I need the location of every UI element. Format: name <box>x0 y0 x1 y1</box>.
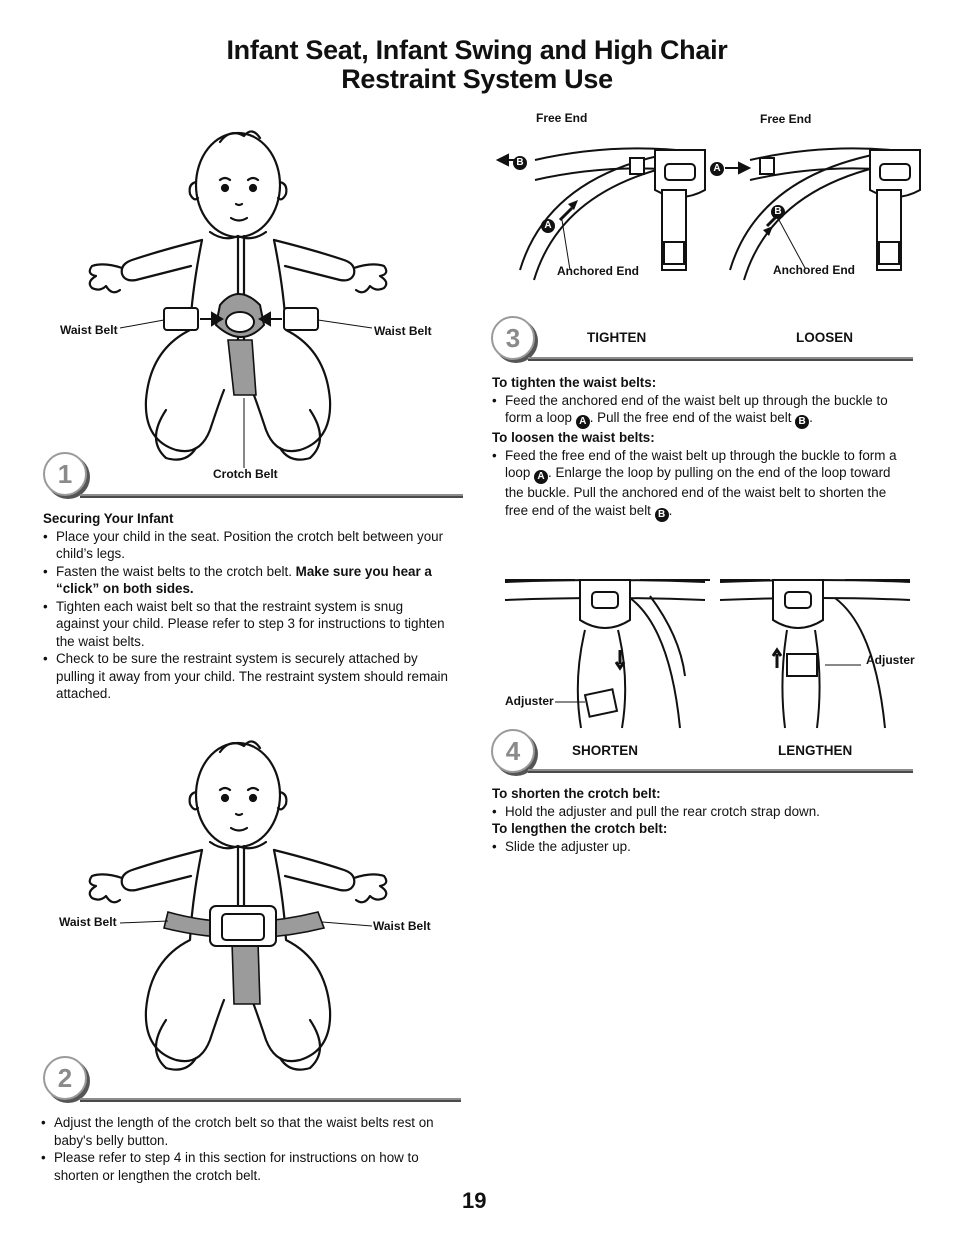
step4-instructions: To shorten the crotch belt: Hold the adj… <box>492 785 912 855</box>
step1-rule <box>80 494 463 496</box>
page-title: Infant Seat, Infant Swing and High Chair… <box>0 36 954 94</box>
step1-number: 1 <box>43 452 87 496</box>
step3-tighten-illustration <box>495 147 706 281</box>
step1-bullet-2-emphasis: Make sure you hear a “click” on both sid… <box>56 563 432 597</box>
step1-bullet-list: Place your child in the seat. Position t… <box>43 528 448 703</box>
step3-tighten-text-2: . Pull the free end of the waist belt <box>589 410 796 425</box>
step4-shorten-illustration <box>504 579 710 729</box>
step4-adjuster-left-label: Adjuster <box>505 694 554 708</box>
step3-tighten-instructions-heading: To tighten the waist belts: <box>492 375 657 390</box>
step1-crotch-belt-label: Crotch Belt <box>213 467 278 481</box>
step3-loosen-text-3: . <box>668 502 673 518</box>
step4-lengthen-list: Slide the adjuster up. <box>492 838 912 856</box>
step3-badge-b-tighten: B <box>513 156 527 170</box>
step3-loosen-illustration <box>725 147 921 281</box>
step4-lengthen-heading: LENGTHEN <box>778 743 853 758</box>
step3-tighten-text-3: . <box>809 410 813 425</box>
step2-rule <box>80 1098 461 1100</box>
step3-number: 3 <box>491 316 535 360</box>
step4-adjuster-right-label: Adjuster <box>866 653 915 667</box>
step3-loosen-heading: LOOSEN <box>796 330 854 345</box>
step3-rule <box>528 357 913 359</box>
step4-number: 4 <box>491 729 535 773</box>
step3-tighten-heading: TIGHTEN <box>587 330 647 345</box>
step1-bullet-2-text: Fasten the waist belts to the crotch bel… <box>56 563 296 579</box>
step2-waist-belt-right-label: Waist Belt <box>373 919 431 933</box>
step4-lengthen-instructions-heading: To lengthen the crotch belt: <box>492 821 668 836</box>
step1-bullet-3: Tighten each waist belt so that the rest… <box>43 598 448 651</box>
inline-badge-b: B <box>795 415 810 429</box>
step1-bullet-1: Place your child in the seat. Position t… <box>43 528 448 563</box>
page-number: 19 <box>462 1188 487 1213</box>
step3-loosen-text-1: Feed the free end of the waist belt up t… <box>505 447 897 481</box>
inline-badge-b: B <box>654 507 669 522</box>
step1-bullet-2: Fasten the waist belts to the crotch bel… <box>43 563 448 598</box>
step3-free-end-left-label: Free End <box>536 111 588 125</box>
step4-lengthen-bullet: Slide the adjuster up. <box>492 838 912 856</box>
step2-number: 2 <box>43 1056 87 1100</box>
step3-tighten-bullet: Feed the anchored end of the waist belt … <box>492 392 912 429</box>
step4-rule <box>528 769 913 771</box>
step3-badge-a-tighten: A <box>541 219 555 233</box>
step3-free-end-right-label: Free End <box>760 112 812 126</box>
step3-loosen-instructions-heading: To loosen the waist belts: <box>492 430 655 445</box>
step3-loosen-bullet: Feed the free end of the waist belt up t… <box>492 447 912 522</box>
step3-badge-a-loosen: A <box>710 162 724 176</box>
step3-badge-b-loosen: B <box>771 205 785 219</box>
step3-tighten-list: Feed the anchored end of the waist belt … <box>492 392 912 429</box>
step1-waist-belt-left-label: Waist Belt <box>60 323 118 337</box>
step1-heading: Securing Your Infant <box>43 511 174 526</box>
step4-shorten-bullet: Hold the adjuster and pull the rear crot… <box>492 803 912 821</box>
title-line-1: Infant Seat, Infant Swing and High Chair <box>226 35 728 65</box>
step3-anchored-end-right-label: Anchored End <box>773 263 856 277</box>
step3-tighten-text-1: Feed the anchored end of the waist belt … <box>505 392 888 426</box>
step2-bullet-2: Please refer to step 4 in this section f… <box>41 1149 453 1184</box>
step4-shorten-list: Hold the adjuster and pull the rear crot… <box>492 803 912 821</box>
inline-badge-a: A <box>575 415 590 429</box>
step2-bullet-1: Adjust the length of the crotch belt so … <box>41 1114 453 1149</box>
step2-bullet-list: Adjust the length of the crotch belt so … <box>41 1114 453 1184</box>
step1-instructions: Securing Your Infant Place your child in… <box>43 510 448 703</box>
step4-lengthen-illustration <box>719 579 911 729</box>
step1-waist-belt-right-label: Waist Belt <box>374 324 432 338</box>
step3-loosen-list: Feed the free end of the waist belt up t… <box>492 447 912 522</box>
inline-badge-a: A <box>534 470 549 484</box>
step3-loosen-text-2: . Enlarge the loop by pulling on the end… <box>505 465 891 518</box>
step2-baby-illustration <box>88 740 388 1071</box>
step4-shorten-heading: SHORTEN <box>572 743 639 758</box>
step1-baby-illustration <box>88 130 388 468</box>
step3-instructions: To tighten the waist belts: Feed the anc… <box>492 374 912 522</box>
title-line-2: Restraint System Use <box>341 64 613 94</box>
step3-anchored-end-left-label: Anchored End <box>557 264 640 278</box>
step2-instructions: Adjust the length of the crotch belt so … <box>41 1114 453 1184</box>
step2-waist-belt-left-label: Waist Belt <box>59 915 117 929</box>
step4-shorten-instructions-heading: To shorten the crotch belt: <box>492 786 661 801</box>
step1-bullet-4: Check to be sure the restraint system is… <box>43 650 448 703</box>
